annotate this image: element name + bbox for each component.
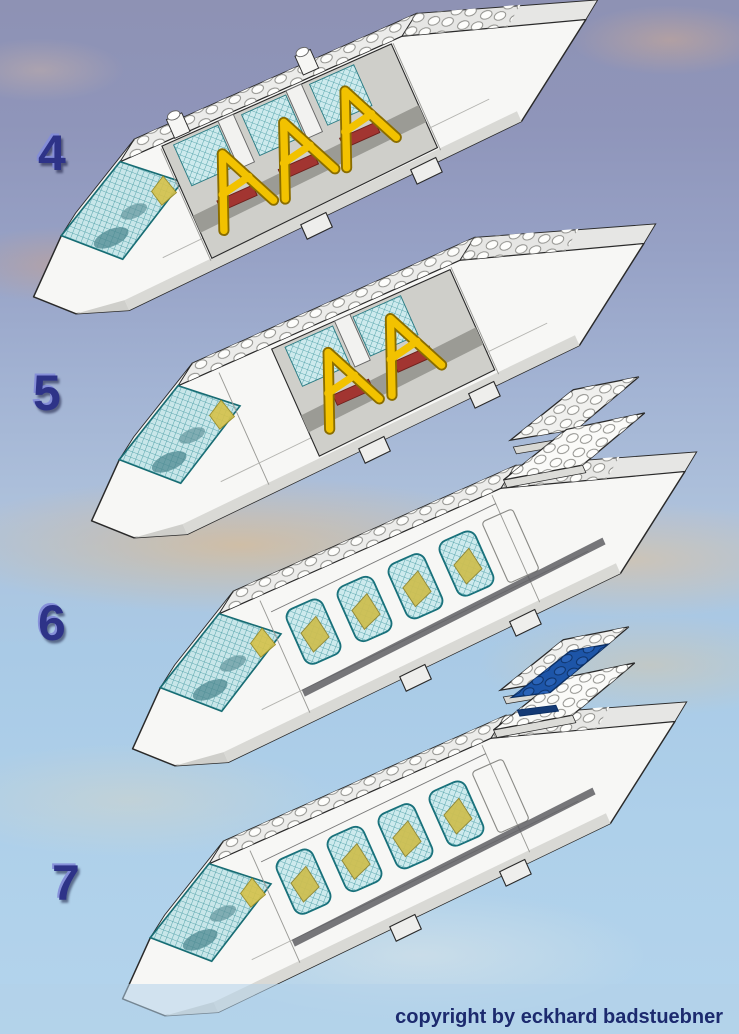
step-4-number: 4 (38, 125, 66, 181)
step-6-number: 6 (38, 595, 66, 651)
step-5-number: 5 (33, 365, 61, 421)
footer-strip (0, 984, 739, 1034)
step-7-number: 7 (52, 855, 80, 911)
copyright-text: copyright by eckhard badstuebner (395, 1006, 723, 1028)
